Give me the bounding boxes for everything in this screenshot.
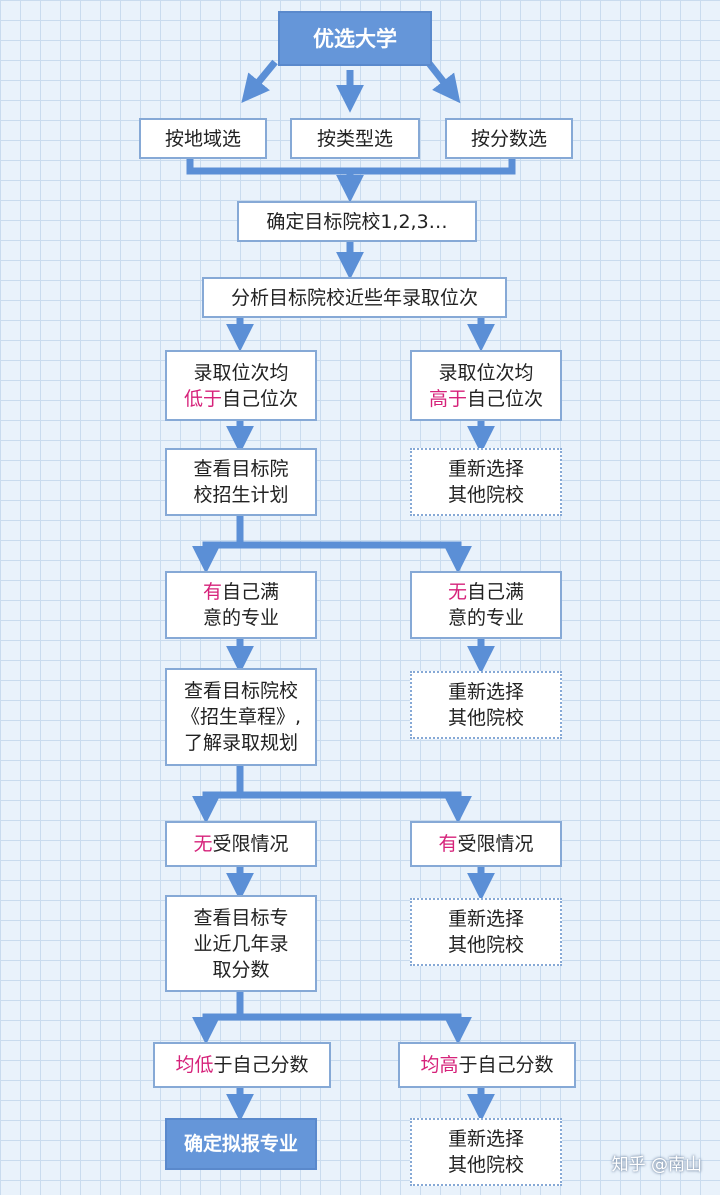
node-no-restrictions: 无受限情况 (165, 821, 317, 867)
node-label: 分析目标院校近些年录取位次 (230, 286, 478, 309)
node-has-major: 有自己满 意的专业 (165, 571, 317, 639)
split-scores (192, 991, 244, 1045)
node-label: 无受限情况 (193, 831, 288, 857)
node-label-line2: 低于自己位次 (184, 386, 298, 412)
arrow-head-to-region (241, 59, 278, 103)
node-label-line2: 其他院校 (447, 484, 524, 506)
node-confirm-targets: 确定目标院校1,2,3… (237, 201, 477, 242)
node-has-restrictions: 有受限情况 (410, 821, 562, 867)
watermark: 知乎 @南山 (611, 1155, 702, 1175)
highlight-text: 有 (202, 581, 222, 603)
highlight-text: 低 (194, 1054, 214, 1076)
node-label-line2: 高于自己位次 (429, 386, 543, 412)
node-check-scores: 查看目标专 业近几年录 取分数 (165, 895, 317, 992)
node-label-line3: 取分数 (212, 958, 270, 981)
node-label-rest: 受限情况 (457, 833, 534, 855)
node-reselect-4: 重新选择 其他院校 (410, 1118, 562, 1186)
split-plan-right (240, 541, 472, 574)
node-by-score: 按分数选 (445, 118, 573, 159)
node-label-line2: 其他院校 (447, 707, 524, 729)
node-label-line2: 其他院校 (447, 934, 524, 956)
node-label-line1: 重新选择 (447, 458, 524, 480)
node-label-rest: 于自己分数 (458, 1054, 554, 1076)
node-select-university: 优选大学 (278, 11, 432, 66)
node-label-line2: 意的专业 (447, 607, 524, 629)
node-label: 按地域选 (164, 127, 241, 150)
node-by-type: 按类型选 (290, 118, 420, 159)
node-score-higher: 均高于自己分数 (398, 1042, 576, 1088)
node-reselect-3: 重新选择 其他院校 (410, 898, 562, 966)
node-reselect-2: 重新选择 其他院校 (410, 671, 562, 739)
node-label: 均高于自己分数 (420, 1052, 553, 1078)
node-label: 确定目标院校1,2,3… (266, 210, 448, 233)
node-label-line1: 重新选择 (447, 1128, 524, 1150)
node-label-rest: 自己位次 (467, 387, 544, 410)
node-label-line2: 业近几年录 (193, 932, 289, 955)
node-label-rest: 受限情况 (212, 833, 289, 855)
node-label-line1: 查看目标专 (193, 906, 289, 929)
highlight-text: 有 (438, 833, 458, 855)
node-label-line1: 查看目标院校 (183, 680, 298, 702)
node-label-line1: 重新选择 (447, 908, 524, 930)
node-label: 按分数选 (470, 127, 547, 150)
node-label-line2: 《招生章程》, (180, 706, 302, 728)
node-label: 按类型选 (316, 127, 393, 150)
node-label-line2: 其他院校 (447, 1154, 524, 1176)
node-label-line2: 意的专业 (202, 607, 279, 629)
split-charter (192, 765, 244, 824)
highlight-text: 均 (420, 1054, 440, 1076)
node-label-line3: 了解录取规划 (183, 732, 298, 754)
node-label-rest: 于自己分数 (213, 1054, 309, 1076)
merge-line (186, 158, 516, 175)
split-plan (192, 515, 244, 574)
node-label-line1: 有自己满 (203, 579, 279, 605)
node-label-line1: 查看目标院 (193, 458, 289, 480)
node-reselect-1: 重新选择 其他院校 (410, 448, 562, 516)
node-no-major: 无自己满 意的专业 (410, 571, 562, 639)
split-scores-right (240, 1013, 472, 1045)
node-label-rest: 自己满 (467, 581, 525, 603)
node-label-line2: 校招生计划 (193, 484, 289, 506)
node-label-line1: 录取位次均 (193, 361, 289, 384)
highlight-text: 无 (447, 581, 467, 603)
node-by-region: 按地域选 (139, 118, 267, 159)
node-label-line1: 重新选择 (447, 681, 524, 703)
node-check-charter: 查看目标院校 《招生章程》, 了解录取规划 (165, 668, 317, 766)
node-label-line1: 无自己满 (448, 579, 524, 605)
node-label: 确定拟报专业 (183, 1133, 298, 1155)
node-check-enrollment-plan: 查看目标院 校招生计划 (165, 448, 317, 516)
node-rank-lower: 录取位次均 低于自己位次 (165, 350, 317, 421)
arrow-head-to-score (425, 59, 461, 104)
highlight-text: 高于 (428, 387, 467, 410)
split-charter-right (240, 791, 472, 824)
highlight-text: 高 (439, 1054, 459, 1076)
node-label-line1: 录取位次均 (438, 361, 534, 384)
highlight-text: 均 (175, 1054, 195, 1076)
node-label: 优选大学 (313, 26, 397, 51)
node-label: 均低于自己分数 (175, 1052, 308, 1078)
node-confirm-major: 确定拟报专业 (165, 1118, 317, 1170)
node-label: 有受限情况 (438, 831, 533, 857)
node-label-rest: 自己位次 (222, 387, 299, 410)
node-rank-higher: 录取位次均 高于自己位次 (410, 350, 562, 421)
node-analyze-rankings: 分析目标院校近些年录取位次 (202, 277, 507, 318)
node-score-lower: 均低于自己分数 (153, 1042, 331, 1088)
node-label-rest: 自己满 (222, 581, 280, 603)
highlight-text: 无 (193, 833, 213, 855)
highlight-text: 低于 (183, 387, 222, 410)
